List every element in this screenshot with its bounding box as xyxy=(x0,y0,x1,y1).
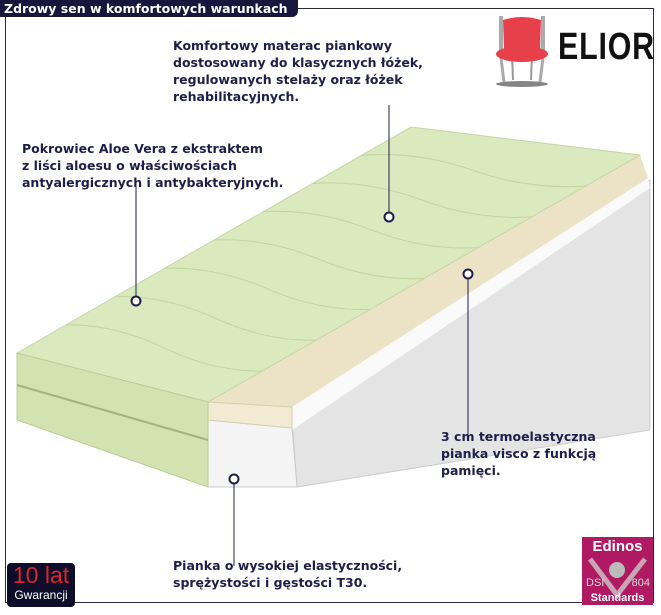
visco-top xyxy=(208,155,648,407)
quilting-wave xyxy=(263,210,479,249)
certification-left: DSI xyxy=(586,577,605,589)
warranty-badge: 10 lat Gwarancji xyxy=(7,563,75,607)
certification-brand: Edinos xyxy=(592,538,643,555)
foam-top-strip xyxy=(292,178,650,430)
warranty-value: 10 lat xyxy=(12,562,70,588)
callout-text-foam: Pianka o wysokiej elastyczności, sprężys… xyxy=(173,558,403,590)
chair-icon xyxy=(496,16,548,87)
callout-text-visco: 3 cm termoelastyczna pianka visco z funk… xyxy=(441,429,597,478)
quilting-wave xyxy=(312,182,533,218)
quilting-wave xyxy=(164,267,371,310)
certification-label: Standards xyxy=(590,592,645,604)
certification-badge: Edinos DSI 804 Standards xyxy=(582,537,653,605)
quilting-wave xyxy=(213,239,425,280)
cover-seam xyxy=(16,384,209,441)
callout-text-mattress: Komfortowy materac piankowy dostosowany … xyxy=(173,38,423,104)
callout-text-cover: Pokrowiec Aloe Vera z ekstraktem z liści… xyxy=(22,141,284,190)
brand-logo-text: ELIOR xyxy=(558,26,655,68)
callout-dot-1 xyxy=(383,211,395,223)
page-title: Zdrowy sen w komfortowych warunkach xyxy=(0,0,298,17)
quilting-wave xyxy=(361,153,587,188)
cover-front xyxy=(16,352,209,488)
callout-dot-3 xyxy=(462,268,474,280)
quilting-wave xyxy=(66,324,263,372)
callout-dot-2 xyxy=(130,295,142,307)
callout-dot-4 xyxy=(228,473,240,485)
foam-front xyxy=(207,419,298,488)
certification-v-icon xyxy=(588,557,647,600)
quilting-wave xyxy=(115,295,317,341)
certification-right: 804 xyxy=(631,577,650,589)
warranty-label: Gwarancji xyxy=(14,588,68,602)
content-frame xyxy=(5,8,654,603)
